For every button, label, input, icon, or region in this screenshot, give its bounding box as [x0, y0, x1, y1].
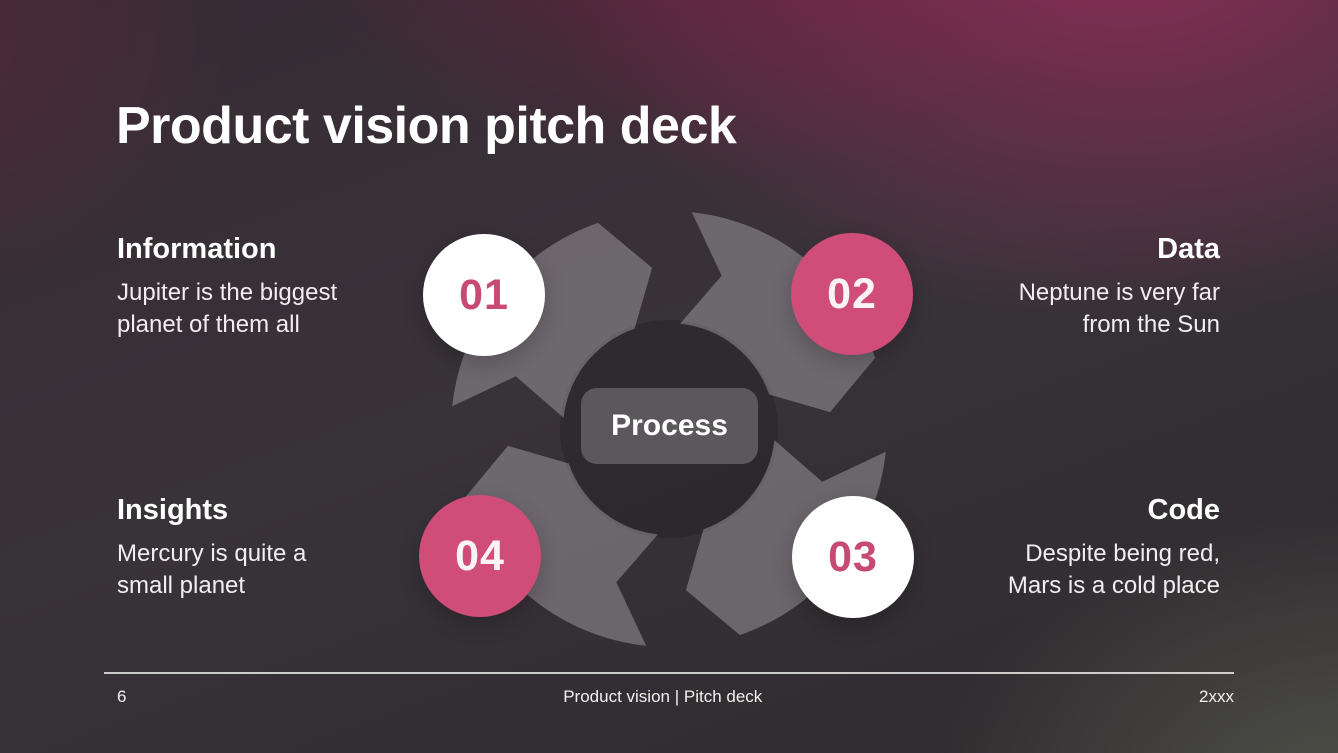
step-circle-01: 01: [423, 234, 545, 356]
section-code: Code Despite being red, Mars is a cold p…: [870, 494, 1220, 602]
step-circle-04: 04: [419, 495, 541, 617]
process-cycle-diagram: [452, 212, 886, 646]
step-circle-03: 03: [792, 496, 914, 618]
step-number: 03: [828, 532, 878, 581]
section-body: Jupiter is the biggest planet of them al…: [117, 279, 338, 338]
section-information: Information Jupiter is the biggest plane…: [117, 233, 467, 341]
section-title: Code: [1147, 494, 1221, 526]
section-title: Information: [117, 233, 277, 265]
section-title: Insights: [117, 494, 229, 526]
section-body: Mercury is quite a small planet: [117, 540, 307, 599]
footer-divider: [104, 672, 1234, 674]
footer-doc-title: Product vision | Pitch deck: [563, 687, 763, 706]
section-insights: Insights Mercury is quite a small planet: [117, 494, 467, 602]
footer-year: 2xxx: [1199, 687, 1234, 706]
section-body: Neptune is very far from the Sun: [1018, 279, 1220, 338]
step-number: 02: [827, 269, 877, 318]
section-title: Data: [1157, 233, 1220, 265]
step-number: 04: [455, 531, 505, 580]
slide-title: Product vision pitch deck: [116, 97, 737, 155]
section-data: Data Neptune is very far from the Sun: [870, 233, 1220, 341]
section-body: Despite being red, Mars is a cold place: [1007, 540, 1220, 599]
slide-footer: 6 Product vision | Pitch deck 2xxx: [104, 672, 1234, 707]
process-label-box: Process: [581, 388, 758, 464]
step-circle-02: 02: [791, 233, 913, 355]
page-number: 6: [117, 687, 127, 706]
process-label: Process: [611, 409, 728, 442]
step-number: 01: [459, 270, 509, 319]
